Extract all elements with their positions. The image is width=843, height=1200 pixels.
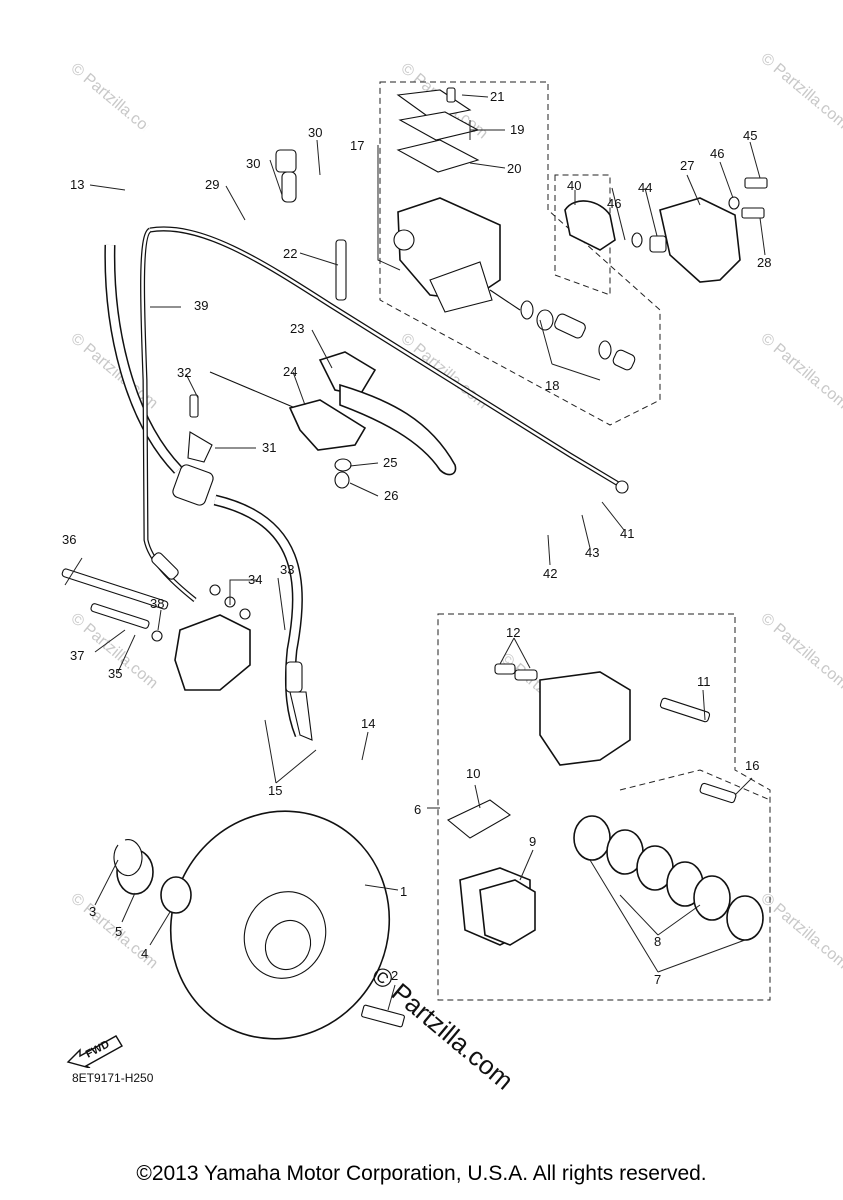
- part-label: 12: [506, 625, 520, 640]
- part-label: 7: [654, 972, 661, 987]
- part-label: 43: [585, 545, 599, 560]
- piston-kit: [489, 289, 636, 371]
- part-label: 40: [567, 178, 581, 193]
- part-label: 42: [543, 566, 557, 581]
- part-label: 1: [400, 884, 407, 899]
- front-caliper: [446, 663, 737, 946]
- part-label: 15: [268, 783, 282, 798]
- part-label: 30: [246, 156, 260, 171]
- watermark-text: © Partzilla.com: [757, 330, 843, 412]
- part-label: 22: [283, 246, 297, 261]
- part-label: 23: [290, 321, 304, 336]
- part-label: 8: [654, 934, 661, 949]
- part-label: 4: [141, 946, 148, 961]
- hand-lever-assembly: [209, 239, 457, 489]
- brake-hose: [104, 87, 313, 741]
- master-cylinder-assembly-box: [379, 81, 661, 426]
- part-label: 6: [414, 802, 421, 817]
- part-label: 20: [507, 161, 521, 176]
- master-cylinder: [393, 87, 501, 313]
- part-label: 38: [150, 596, 164, 611]
- front-caliper-assembly-box: [437, 613, 771, 1001]
- brake-disc: [113, 810, 405, 1040]
- part-label: 32: [177, 365, 191, 380]
- part-label: 5: [115, 924, 122, 939]
- part-label: 25: [383, 455, 397, 470]
- part-label: 27: [680, 158, 694, 173]
- part-label: 11: [697, 674, 711, 689]
- copyright-notice: ©2013 Yamaha Motor Corporation, U.S.A. A…: [136, 1162, 707, 1185]
- part-label: 14: [361, 716, 375, 731]
- part-label: 46: [710, 146, 724, 161]
- watermark-text: © Partzilla.com: [757, 610, 843, 692]
- part-label: 9: [529, 834, 536, 849]
- diagram-code: 8ET9171-H250: [72, 1071, 154, 1085]
- part-label: 36: [62, 532, 76, 547]
- part-label: 29: [205, 177, 219, 192]
- watermark-text: © Partzilla.com: [757, 50, 843, 132]
- part-label: 18: [545, 378, 559, 393]
- part-label: 45: [743, 128, 757, 143]
- part-label: 33: [280, 562, 294, 577]
- part-label: 41: [620, 526, 634, 541]
- forward-arrow-icon: FWD: [66, 1035, 123, 1068]
- part-label: 31: [262, 440, 276, 455]
- part-label: 34: [248, 572, 262, 587]
- rear-caliper: [61, 394, 251, 691]
- part-label: 26: [384, 488, 398, 503]
- part-label: 44: [638, 180, 652, 195]
- throttle-cable: [140, 226, 629, 602]
- part-label: 17: [350, 138, 364, 153]
- part-label: 10: [466, 766, 480, 781]
- part-label: 35: [108, 666, 122, 681]
- part-label: 2: [391, 968, 398, 983]
- caliper-pistons-and-seals: [573, 815, 764, 941]
- leader-lines: [64, 94, 766, 1011]
- part-label: 19: [510, 122, 524, 137]
- caliper-link-box: [619, 769, 771, 801]
- part-label: 37: [70, 648, 84, 663]
- part-label: 16: [745, 758, 759, 773]
- part-label: 13: [70, 177, 84, 192]
- watermark-text: © Partzilla.com: [397, 330, 491, 412]
- assembly-outlines: [379, 81, 771, 1001]
- brake-lever-bracket: [564, 177, 768, 283]
- part-label: 3: [89, 904, 96, 919]
- part-number-labels: 1 2 3 4 5 6 7 8 9 10 11 12 13 14 15 16 1…: [62, 89, 771, 987]
- part-label: 46: [607, 196, 621, 211]
- part-label: 39: [194, 298, 208, 313]
- part-label: 28: [757, 255, 771, 270]
- part-label: 24: [283, 364, 297, 379]
- part-label: 30: [308, 125, 322, 140]
- part-label: 21: [490, 89, 504, 104]
